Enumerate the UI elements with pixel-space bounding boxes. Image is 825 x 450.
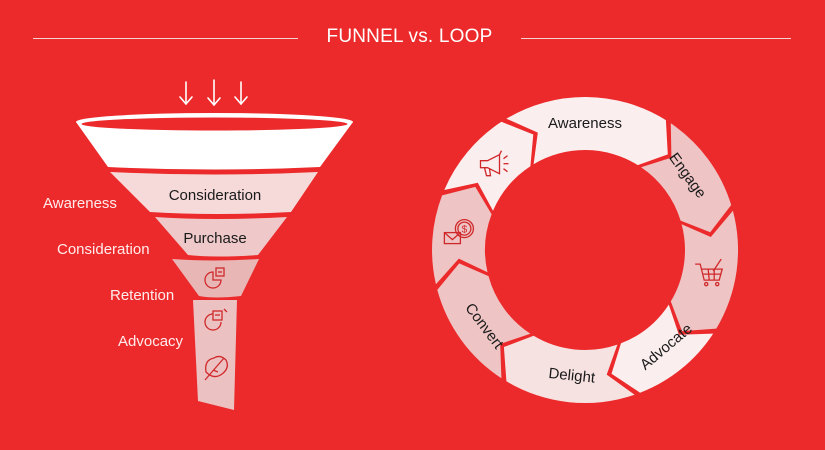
loop-segment-label: Awareness (548, 115, 622, 132)
funnel-stage-retention (172, 259, 259, 298)
title-rule-left (33, 38, 298, 39)
funnel-stage-label: Purchase (183, 230, 246, 247)
shopping-cart-icon (695, 258, 724, 287)
loop-segment-convert: Convert (437, 263, 531, 379)
title-row: FUNNEL vs. LOOP (0, 26, 825, 52)
funnel-side-label-consideration: Consideration (57, 241, 150, 258)
funnel-stage-label: Consideration (169, 187, 262, 204)
loop-segment-label: Delight (548, 365, 597, 387)
loop-segment-shopping-cart (670, 210, 739, 332)
diagram-title: FUNNEL vs. LOOP (326, 26, 493, 47)
funnel-stem (193, 300, 237, 410)
pie-chart-icon (204, 267, 225, 289)
input-arrows (179, 79, 248, 106)
loop-segment-envelope-dollar: $ (432, 186, 492, 285)
down-arrow-icon (207, 79, 221, 106)
funnel-stage-top (76, 113, 353, 170)
down-arrow-icon (234, 81, 248, 105)
loop-segment-delight: Delight (503, 335, 635, 404)
funnel-side-label-awareness: Awareness (43, 195, 117, 212)
document-chart-icon (204, 308, 228, 331)
title-rule-right (521, 38, 791, 39)
funnel-side-label-retention: Retention (110, 287, 175, 304)
down-arrow-icon (179, 81, 193, 105)
envelope-dollar-icon: $ (443, 218, 475, 245)
svg-text:$: $ (462, 225, 468, 236)
loop-segment-megaphone (444, 121, 534, 211)
loop-segment-advocate: Advocate (611, 304, 714, 393)
funnel-stage-consideration: Consideration (110, 172, 318, 214)
funnel: Consideration Purchase (76, 79, 353, 410)
megaphone-icon (479, 150, 509, 177)
leaf-icon (204, 355, 228, 381)
funnel-side-label-advocacy: Advocacy (118, 333, 184, 350)
loop-segment-awareness: Awareness (506, 96, 668, 166)
funnel-stage-purchase: Purchase (155, 217, 287, 257)
loop-segment-engage: Engage (641, 123, 732, 233)
